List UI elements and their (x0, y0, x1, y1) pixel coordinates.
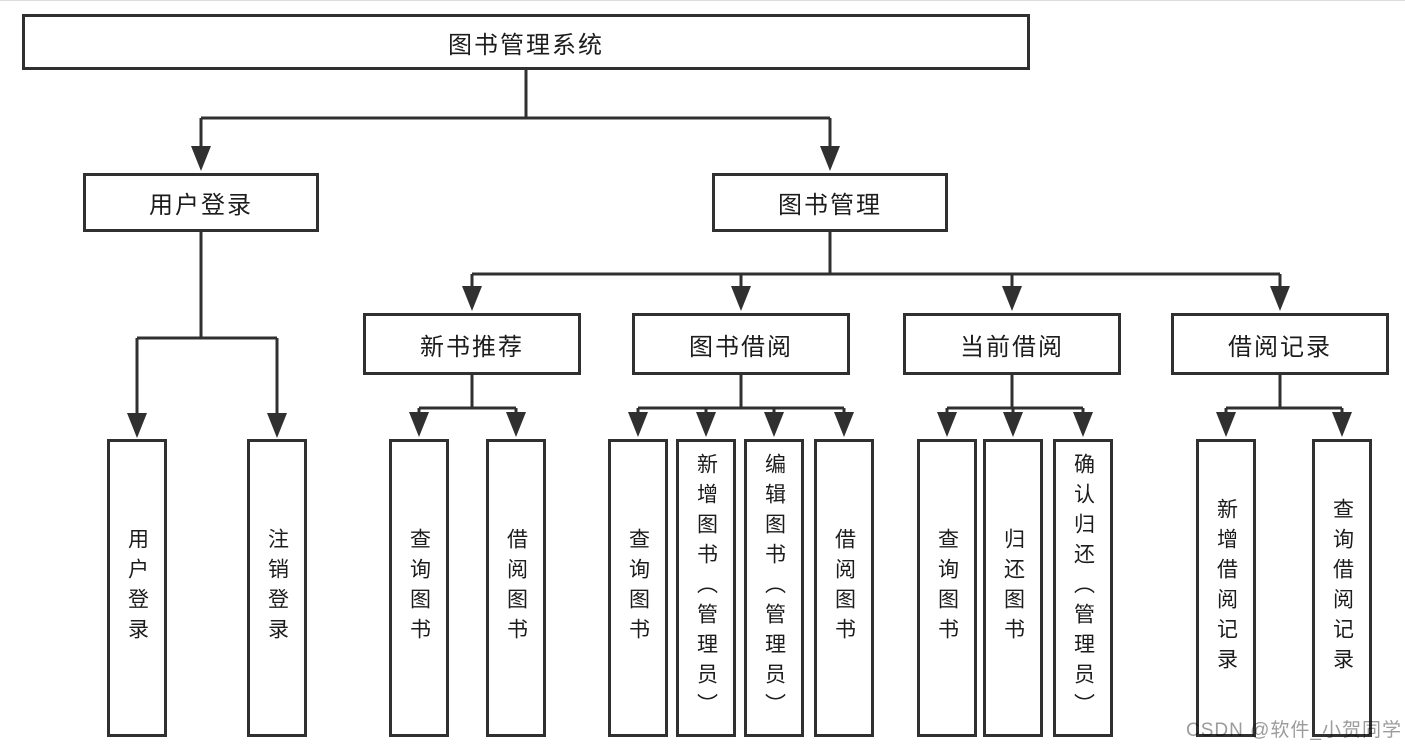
node-label: 查询图书 (935, 528, 959, 648)
node-label: 借阅记录 (1228, 333, 1332, 361)
leaf-records-add-record: 新增借阅记录 (1196, 439, 1256, 737)
connector-book-borrow-to-leaves (628, 374, 854, 437)
csdn-watermark: CSDN @软件_小贺同学 (1186, 720, 1402, 741)
leaf-borrow-edit-books-admin: 编辑图书（管理员） (744, 439, 804, 737)
node-label: 新增图书（管理员） (694, 453, 718, 723)
node-user-login: 用户登录 (83, 173, 319, 232)
node-label: 归还图书 (1001, 528, 1025, 648)
leaf-current-confirm-return-admin: 确认归还（管理员） (1053, 439, 1113, 737)
node-label: 查询图书 (626, 528, 650, 648)
node-label: 新增借阅记录 (1214, 498, 1238, 678)
node-borrowing-records: 借阅记录 (1171, 313, 1389, 375)
node-label: 用户登录 (125, 528, 149, 648)
connector-new-book-rec-to-leaves (409, 374, 526, 437)
node-label: 确认归还（管理员） (1071, 453, 1095, 723)
leaf-rec-borrow-books: 借阅图书 (486, 439, 546, 737)
node-book-borrowing: 图书借阅 (632, 313, 850, 375)
connector-book-mgmt-to-level3 (462, 231, 1290, 311)
leaf-current-query-books: 查询图书 (917, 439, 977, 737)
leaf-current-return-books: 归还图书 (983, 439, 1043, 737)
connector-root-to-level2 (191, 70, 840, 171)
leaf-borrow-query-books: 查询图书 (608, 439, 668, 737)
leaf-rec-query-books: 查询图书 (389, 439, 449, 737)
node-label: 图书管理系统 (448, 31, 604, 59)
node-label: 当前借阅 (960, 333, 1064, 361)
connector-borrow-records-to-leaves (1216, 374, 1352, 437)
node-label: 图书借阅 (689, 333, 793, 361)
page-top-border (0, 0, 1405, 1)
node-label: 图书管理 (778, 192, 882, 219)
node-label: 借阅图书 (832, 528, 856, 648)
leaf-borrow-borrow-books: 借阅图书 (814, 439, 874, 737)
node-label: 注销登录 (265, 528, 289, 648)
leaf-logout: 注销登录 (247, 439, 307, 737)
node-label: 借阅图书 (504, 528, 528, 648)
node-current-borrowing: 当前借阅 (903, 313, 1121, 375)
node-label: 新书推荐 (420, 333, 524, 361)
leaf-borrow-add-books-admin: 新增图书（管理员） (676, 439, 736, 737)
node-label: 查询图书 (407, 528, 431, 648)
connector-user-login-to-leaves (127, 231, 287, 438)
node-new-book-recommendation: 新书推荐 (363, 313, 581, 375)
node-label: 用户登录 (149, 192, 253, 219)
leaf-records-query-record: 查询借阅记录 (1312, 439, 1372, 737)
connector-current-borrow-to-leaves (937, 374, 1093, 437)
leaf-user-login: 用户登录 (107, 439, 167, 737)
node-label: 查询借阅记录 (1330, 498, 1354, 678)
node-library-management-system: 图书管理系统 (22, 14, 1030, 70)
node-label: 编辑图书（管理员） (762, 453, 786, 723)
node-book-management: 图书管理 (712, 173, 948, 232)
